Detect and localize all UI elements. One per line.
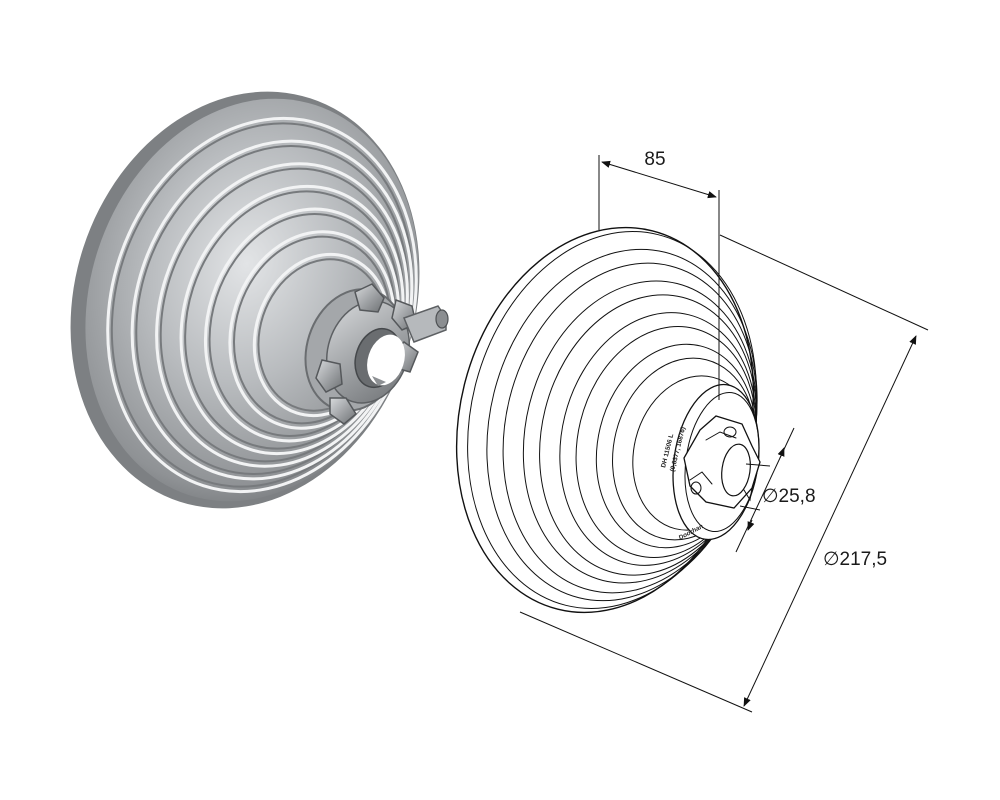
dimension-outer-diameter <box>519 234 929 713</box>
width-dimension-label: 85 <box>644 149 665 170</box>
rendered-cable-drum <box>70 91 449 509</box>
dimension-width <box>598 155 720 400</box>
technical-line-drawing <box>455 226 761 614</box>
shaft-diameter-label: ∅25,8 <box>762 486 816 507</box>
outer-diameter-label: ∅217,5 <box>823 549 887 570</box>
